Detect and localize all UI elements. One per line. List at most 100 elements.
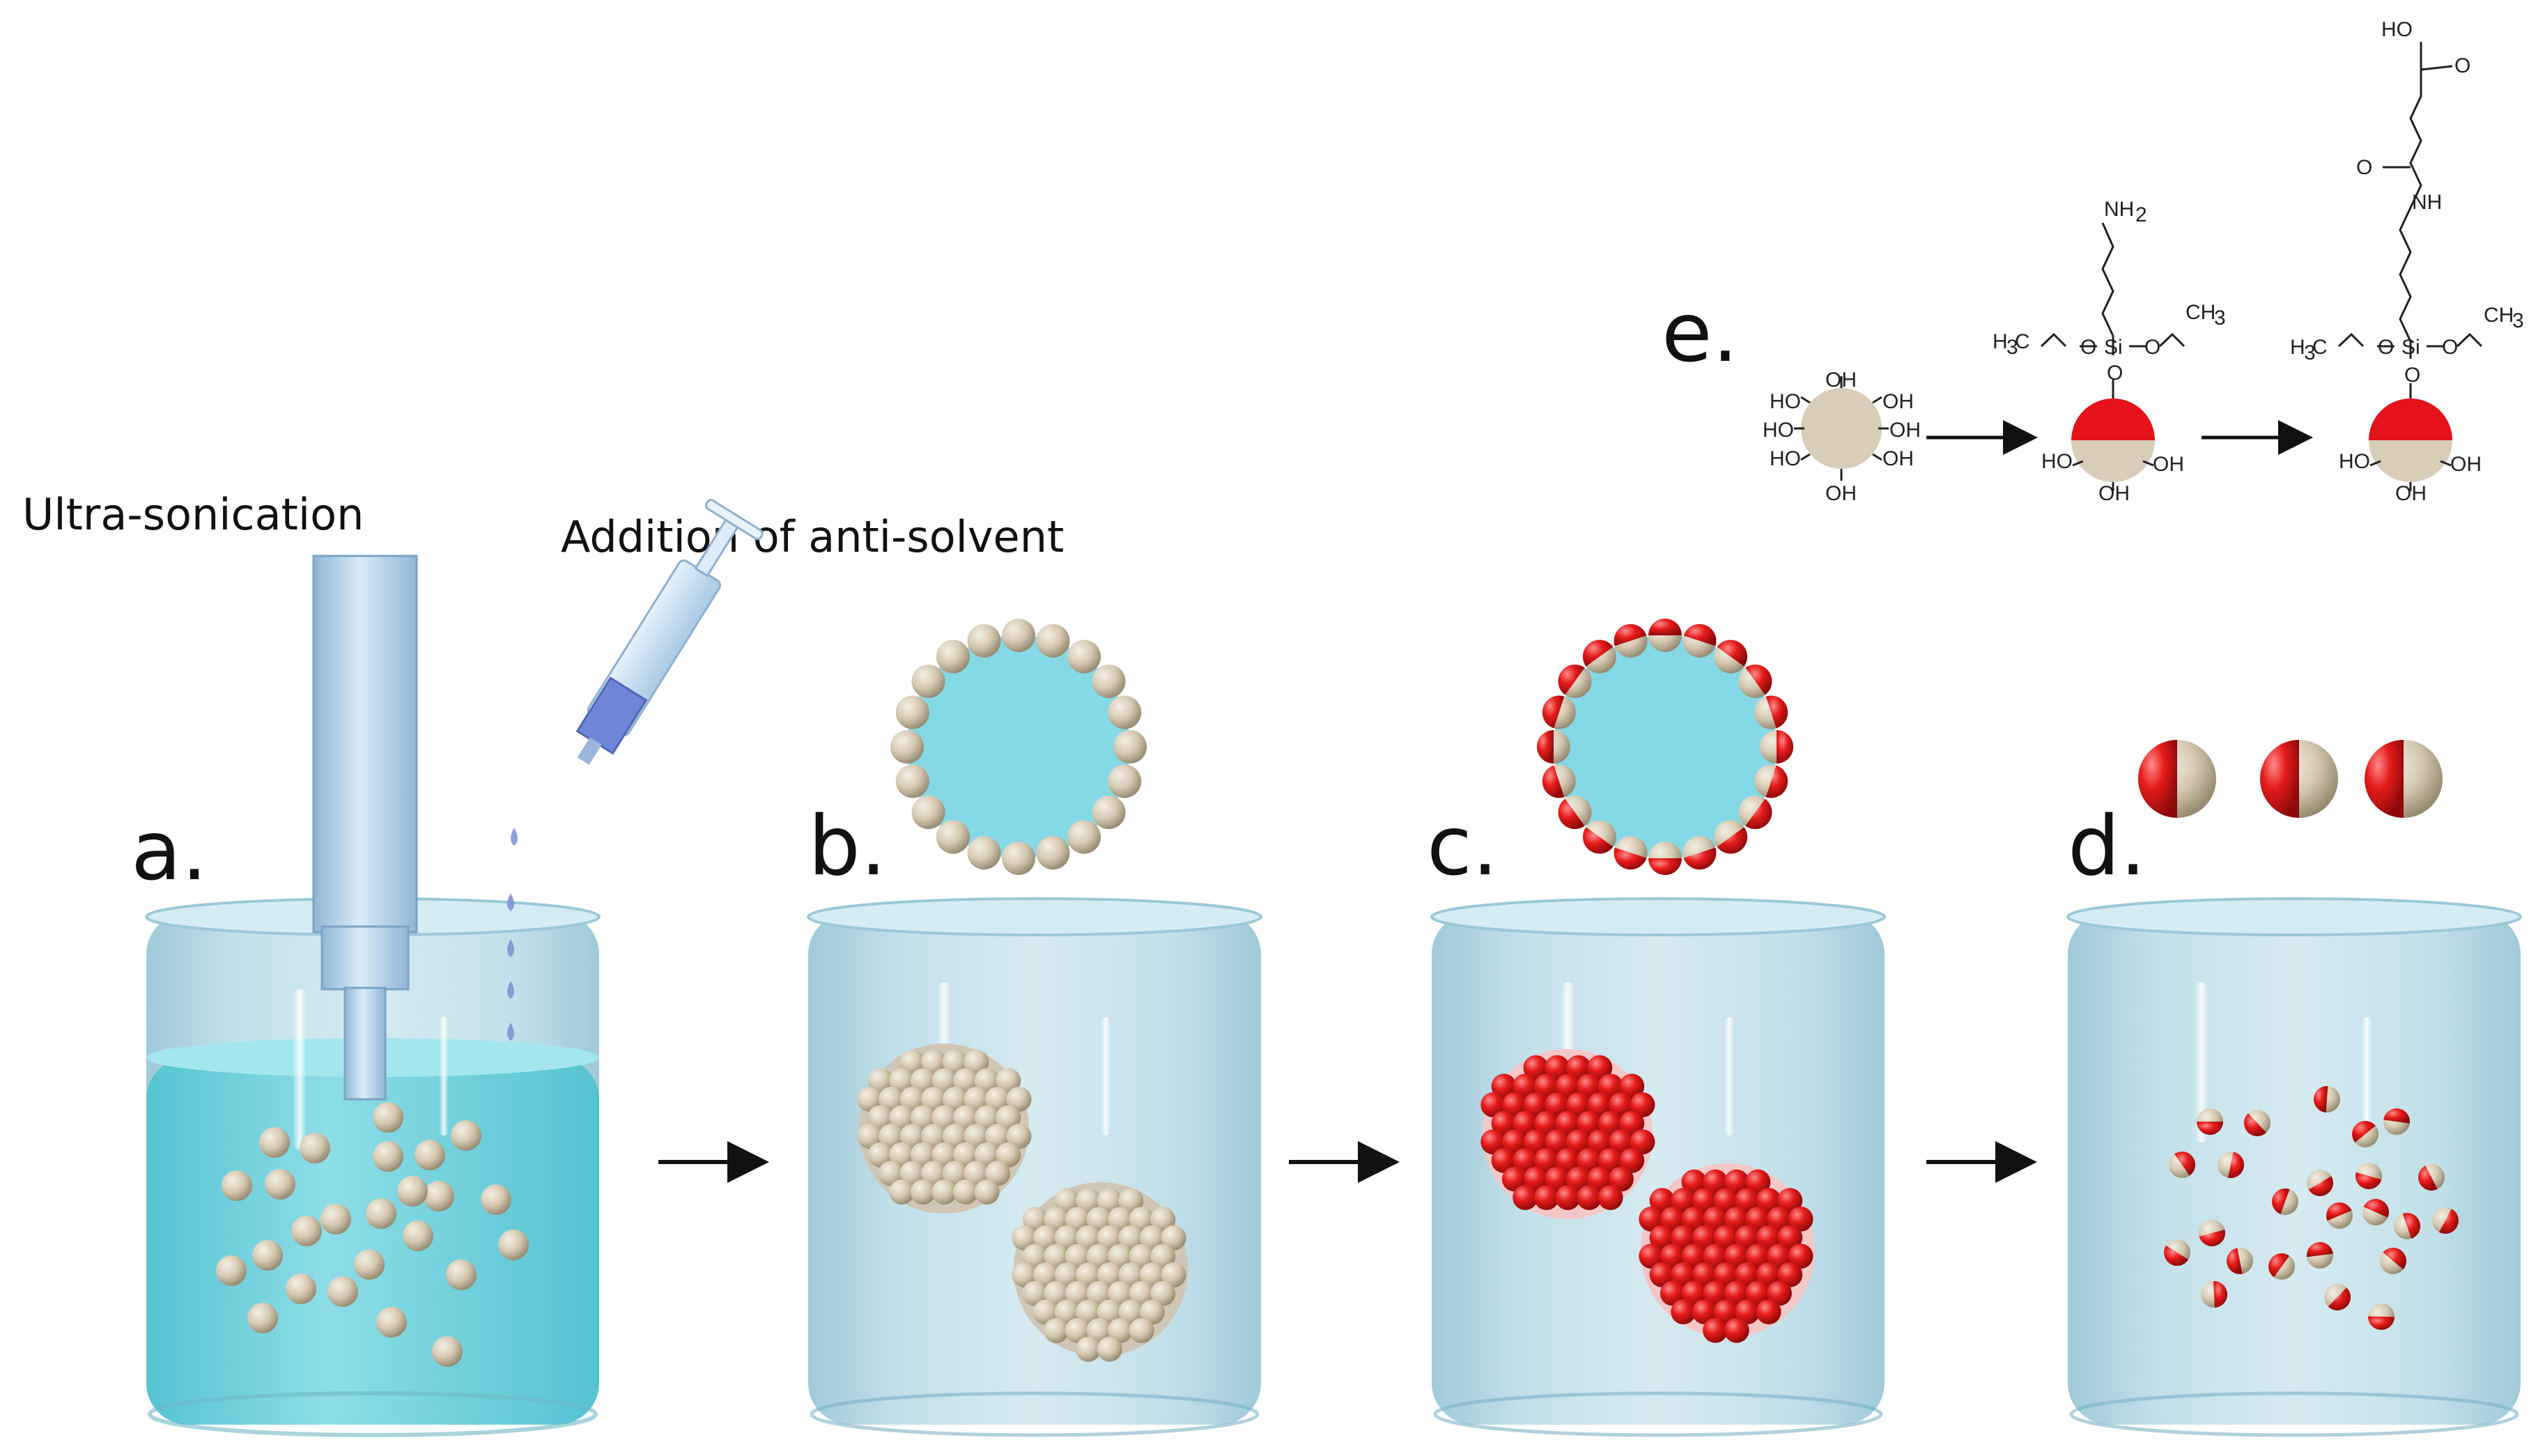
- silica-cluster-b1-sphere: [984, 1086, 1010, 1112]
- step-label-d: d.: [2068, 798, 2146, 894]
- functionalized-cluster-c2-sphere: [1788, 1206, 1813, 1232]
- interface-janus-particle: [1683, 624, 1717, 658]
- functionalized-cluster-c1-sphere: [1619, 1147, 1645, 1173]
- silica-cluster-b2-sphere: [1032, 1299, 1058, 1325]
- functionalized-cluster-c2-sphere: [1660, 1206, 1685, 1232]
- functionalized-cluster-c2-sphere: [1660, 1244, 1685, 1269]
- silica-cluster-b1-sphere: [964, 1049, 989, 1075]
- interface-silica-particle: [967, 836, 1001, 870]
- o-below-si-2: O: [2404, 364, 2420, 387]
- interface-janus-particle: [1542, 764, 1576, 798]
- functionalized-cluster-c1-sphere: [1608, 1129, 1634, 1155]
- silica-cluster-b2-sphere: [1118, 1262, 1144, 1288]
- functionalized-cluster-c2-sphere: [1671, 1188, 1696, 1214]
- pickering-emulsion-droplet-b: [890, 619, 1147, 875]
- functionalized-cluster-c2-sphere: [1649, 1188, 1675, 1214]
- functionalized-cluster-c1-sphere: [1501, 1166, 1527, 1192]
- si-label-2: Si: [2401, 336, 2420, 359]
- silica-cluster-b1-sphere: [931, 1179, 957, 1205]
- interface-janus-particle: [1582, 820, 1616, 854]
- interface-silica-particle: [911, 664, 945, 698]
- functionalized-cluster-c1-sphere: [1545, 1166, 1570, 1192]
- oh-right-3: OH: [1882, 447, 1914, 470]
- dispersed-janus-particle-red-half: [2418, 1165, 2438, 1191]
- interface-janus-particle: [1738, 664, 1772, 698]
- silica-cluster-b2-sphere: [1139, 1262, 1165, 1288]
- silica-cluster-b1-sphere: [1006, 1086, 1032, 1112]
- silica-cluster-b2-sphere: [1118, 1188, 1144, 1214]
- dispersed-janus-particle-red-half: [2174, 1152, 2195, 1176]
- silica-cluster-b1-sphere: [942, 1161, 968, 1186]
- interface-silica-particle: [1036, 624, 1070, 658]
- silica-cluster-b2-sphere: [1012, 1262, 1037, 1288]
- silica-cluster-b1-sphere: [889, 1105, 915, 1131]
- h3c-c-2: C: [2312, 336, 2328, 359]
- nh2-label: NH: [2104, 198, 2134, 221]
- functionalized-cluster-c2-sphere: [1788, 1244, 1813, 1269]
- ho-aptes-left: HO: [2041, 450, 2073, 473]
- functionalized-cluster-c1-sphere: [1555, 1184, 1581, 1210]
- silica-cluster-b1-sphere: [910, 1068, 936, 1094]
- functionalized-cluster-c1-sphere: [1587, 1166, 1613, 1192]
- silica-cluster-b2-sphere: [1086, 1207, 1112, 1232]
- h3c-label-2: H: [2290, 336, 2305, 359]
- h3c-sub-1: 3: [2006, 336, 2018, 359]
- step-label-a: a.: [131, 803, 208, 899]
- dispersed-janus-particle: [2314, 1086, 2340, 1113]
- dispersed-janus-particle: [2227, 1248, 2253, 1274]
- functionalized-cluster-c1-sphere: [1565, 1129, 1591, 1155]
- interface-janus-particle-red-half: [1765, 695, 1788, 729]
- dispersed-janus-particle-red-half: [2439, 1209, 2459, 1234]
- silica-cluster-b2-sphere: [1086, 1317, 1112, 1343]
- silica-cluster-b2-sphere: [1150, 1244, 1176, 1269]
- interface-silica-particle: [1002, 842, 1035, 875]
- interface-janus-particle: [1714, 640, 1748, 674]
- silica-cluster-b2-sphere: [1108, 1280, 1133, 1306]
- silica-cluster-b1-sphere: [910, 1142, 936, 1168]
- silica-cluster-b2-sphere: [1139, 1299, 1165, 1325]
- functionalized-cluster-c2-sphere: [1713, 1188, 1739, 1214]
- interface-janus-particle-red-half: [1558, 798, 1585, 830]
- dispersed-janus-particle-red-half: [2328, 1287, 2351, 1310]
- functionalized-cluster-c2-sphere: [1692, 1299, 1717, 1324]
- dispersed-janus-particle: [2362, 1198, 2390, 1225]
- ch3-label-1: CH: [2186, 301, 2215, 324]
- liquid-a: [146, 1058, 599, 1425]
- interface-silica-particle: [895, 695, 929, 729]
- interface-silica-particle: [1092, 664, 1126, 698]
- interface-janus-particle-red-half: [1558, 664, 1585, 695]
- functionalized-cluster-c2-sphere: [1745, 1244, 1771, 1269]
- interface-janus-particle-red-half: [1614, 847, 1647, 870]
- janus-particles-dispersed: [2164, 1086, 2459, 1330]
- interface-silica-particle: [1036, 836, 1070, 870]
- functionalized-cluster-c1-sphere: [1491, 1147, 1517, 1173]
- interface-janus-particle: [1614, 624, 1648, 658]
- silica-cluster-b2-sphere: [1032, 1262, 1058, 1288]
- silica-cluster-b2-sphere: [1022, 1280, 1048, 1306]
- interface-janus-particle: [1614, 836, 1648, 870]
- silica-cluster-b1-sphere: [910, 1105, 936, 1131]
- interface-janus-particle: [1537, 730, 1570, 764]
- silica-cluster-b1: [857, 1044, 1032, 1214]
- functionalized-cluster-c1-sphere: [1513, 1110, 1538, 1136]
- functionalized-cluster-c2-sphere: [1766, 1206, 1792, 1232]
- functionalized-cluster-c1-sphere: [1523, 1129, 1549, 1155]
- functionalized-cluster-c1-sphere: [1555, 1110, 1581, 1136]
- silica-cluster-b1-sphere: [942, 1124, 968, 1149]
- silica-cluster-b1-sphere: [857, 1124, 883, 1149]
- silica-cluster-b2-sphere: [1054, 1225, 1080, 1250]
- dispersed-janus-particle-red-half: [2314, 1086, 2328, 1113]
- o-left-si-1: O: [2080, 336, 2096, 359]
- silica-cluster-b1-sphere: [899, 1124, 925, 1149]
- functionalized-cluster-c2-sphere: [1756, 1188, 1781, 1214]
- silica-cluster-b2-sphere: [1076, 1336, 1101, 1362]
- functionalized-cluster-c1-sphere: [1480, 1129, 1506, 1155]
- silica-cluster-b1-sphere: [921, 1049, 947, 1075]
- silica-cluster-b2-sphere: [1118, 1299, 1144, 1325]
- silica-cluster-b2-sphere: [1161, 1225, 1186, 1250]
- interface-silica-particle: [936, 640, 970, 674]
- pickering-emulsion-droplet-c: [1537, 619, 1793, 875]
- dispersed-janus-particle: [2383, 1108, 2410, 1135]
- interface-janus-particle-red-half: [1717, 827, 1748, 854]
- step-label-b: b.: [808, 798, 886, 894]
